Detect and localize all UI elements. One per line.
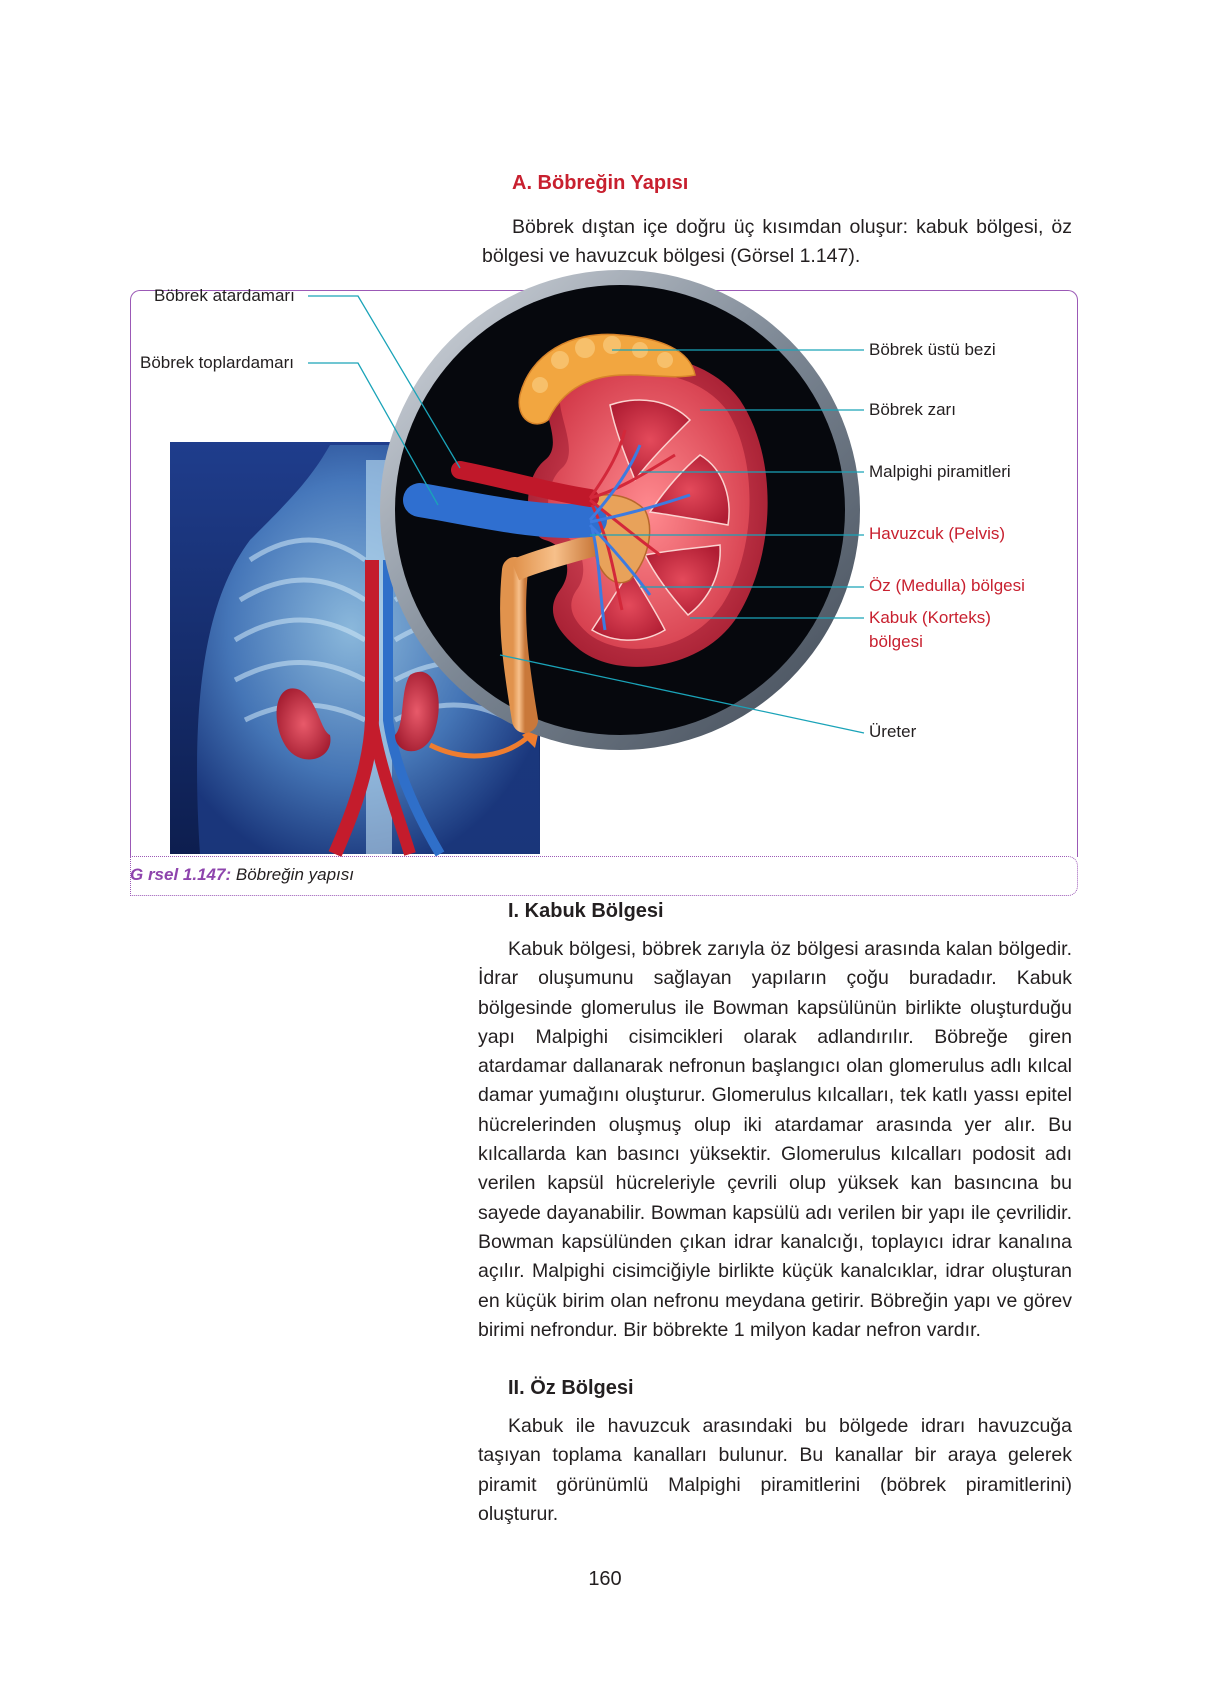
label-ureter: Üreter <box>869 722 917 741</box>
page-number: 160 <box>588 1568 622 1590</box>
kabuk-title: I. Kabuk Bölgesi <box>508 900 664 922</box>
label-pelvis: Havuzcuk (Pelvis) <box>869 524 1006 543</box>
label-renal-artery: Böbrek atardamarı <box>154 286 295 305</box>
label-medulla: Öz (Medulla) bölgesi <box>869 576 1025 595</box>
oz-title: II. Öz Bölgesi <box>508 1377 634 1399</box>
intro-paragraph: Böbrek dıştan içe doğru üç kısımdan oluş… <box>482 216 1072 268</box>
label-cortex-line2: bölgesi <box>869 632 923 651</box>
leader-lines <box>308 295 865 734</box>
small-kidney-right <box>395 671 439 752</box>
label-renal-capsule: Böbrek zarı <box>869 400 956 419</box>
label-adrenal-gland: Böbrek üstü bezi <box>869 340 996 359</box>
figure-caption: G rsel 1.147: Böbreğin yapısı <box>130 865 354 885</box>
caption-text: Böbreğin yapısı <box>235 865 354 884</box>
label-cortex: Kabuk (Korteks) <box>869 608 991 627</box>
kabuk-paragraph: Kabuk bölgesi, böbrek zarıyla öz bölgesi… <box>478 938 1072 1341</box>
small-kidney-left <box>276 688 331 760</box>
ureter <box>500 557 538 733</box>
label-malpighi-pyramids: Malpighi piramitleri <box>869 462 1011 481</box>
vena-cava <box>383 560 445 857</box>
section-title: A. Böbreğin Yapısı <box>512 172 689 194</box>
section-intro: Böbrek dıştan içe doğru üç kısımdan oluş… <box>482 213 1072 272</box>
renal-artery <box>451 461 599 507</box>
caption-bar <box>130 856 1078 896</box>
renal-vein <box>403 483 607 538</box>
caption-label: G rsel 1.147: <box>130 865 232 884</box>
oz-paragraph: Kabuk ile havuzcuk arasındaki bu bölgede… <box>478 1415 1072 1525</box>
oz-body: Kabuk ile havuzcuk arasındaki bu bölgede… <box>478 1412 1072 1529</box>
zoom-arrow <box>428 733 532 759</box>
label-renal-vein: Böbrek toplardamarı <box>140 353 295 372</box>
kidney-illustration <box>170 270 865 857</box>
kabuk-body: Kabuk bölgesi, böbrek zarıyla öz bölgesi… <box>478 935 1072 1345</box>
